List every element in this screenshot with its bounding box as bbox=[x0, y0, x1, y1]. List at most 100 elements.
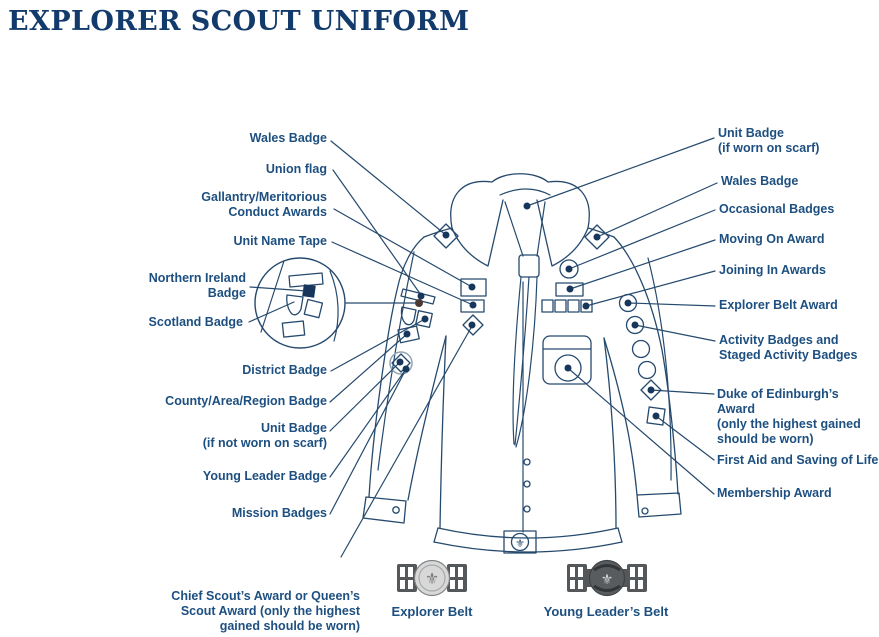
magnified-scotland-shield bbox=[286, 294, 304, 316]
pointer-chief-scout bbox=[340, 325, 473, 558]
label-northern-ireland-badge: Northern Ireland Badge bbox=[148, 271, 246, 300]
occasional-badge-circle bbox=[559, 259, 579, 279]
belt-slot bbox=[450, 567, 455, 577]
pointer-membership bbox=[568, 368, 715, 495]
left-cuff-button bbox=[392, 506, 400, 514]
pointer-dots bbox=[303, 202, 660, 420]
pointer-first-aid bbox=[655, 415, 715, 461]
dot-activity bbox=[631, 321, 639, 329]
pointer-lines bbox=[248, 137, 718, 558]
unit-badge-diamond bbox=[391, 353, 411, 373]
label-activity-badges: Activity Badges and Staged Activity Badg… bbox=[719, 333, 858, 362]
yl-belt-swirl bbox=[593, 564, 621, 592]
magnifier-circle bbox=[254, 257, 346, 349]
dot-joining-in bbox=[582, 302, 590, 310]
label-chief-scout-award: Chief Scout’s Award or Queen’s Scout Awa… bbox=[171, 589, 360, 633]
belt-slot bbox=[638, 580, 643, 589]
pointer-unit-on-scarf bbox=[526, 137, 715, 207]
belt-slot bbox=[630, 567, 635, 577]
belt-slot bbox=[578, 567, 583, 577]
label-occasional-badges: Occasional Badges bbox=[719, 202, 835, 216]
magnifier-detail-circle bbox=[254, 257, 416, 349]
pointer-explorer-belt-award bbox=[628, 302, 716, 307]
caption-young-leader-belt: Young Leader’s Belt bbox=[543, 604, 669, 619]
label-gallantry-awards: Gallantry/Meritorious Conduct Awards bbox=[201, 190, 327, 219]
yl-belt-fleur-icon: ⚜ bbox=[601, 571, 614, 587]
label-scotland-badge: Scotland Badge bbox=[148, 315, 243, 329]
dot-first-aid bbox=[652, 412, 660, 420]
dot-magnified-ni-badge bbox=[303, 287, 311, 295]
gallantry-awards-badge bbox=[460, 278, 487, 297]
label-district-badge: District Badge bbox=[242, 363, 327, 377]
collar-outline bbox=[450, 173, 590, 229]
pointer-unit-not-scarf bbox=[329, 361, 401, 432]
label-explorer-belt-award: Explorer Belt Award bbox=[719, 298, 838, 312]
label-unit-name-tape: Unit Name Tape bbox=[233, 234, 327, 248]
hem-left-join bbox=[433, 527, 439, 543]
left-epaulette-badge bbox=[433, 223, 459, 249]
scarf-tail-right bbox=[515, 276, 538, 448]
badges bbox=[389, 223, 666, 426]
scarf-tail-mid bbox=[514, 276, 530, 446]
pointer-moving-on bbox=[569, 239, 716, 290]
dot-young-leader bbox=[402, 365, 410, 373]
joining-in-award-4 bbox=[580, 299, 593, 313]
belt-slot bbox=[458, 580, 463, 589]
pointer-joining-in bbox=[585, 270, 716, 307]
left-cuff bbox=[362, 496, 407, 524]
belt-slot bbox=[638, 567, 643, 577]
woggle bbox=[518, 254, 540, 278]
label-membership-award: Membership Award bbox=[717, 486, 832, 500]
dot-membership bbox=[564, 364, 572, 372]
collar-left-wing bbox=[451, 199, 504, 267]
county-badge-shape bbox=[397, 325, 420, 344]
scotland-badge-shield bbox=[400, 306, 417, 326]
belt-slot bbox=[450, 580, 455, 589]
right-cuff bbox=[636, 492, 682, 518]
yl-belt-buckle bbox=[588, 559, 626, 597]
torso-right-edge bbox=[603, 337, 617, 529]
dot-county bbox=[403, 330, 411, 338]
belt-slot bbox=[630, 580, 635, 589]
joining-in-award-1 bbox=[541, 299, 554, 313]
hem-band-bottom bbox=[433, 541, 623, 553]
activity-badge-3 bbox=[637, 360, 657, 380]
dot-left-epaulette bbox=[442, 231, 450, 239]
magnified-sleeve-edge-right bbox=[329, 270, 339, 342]
dot-dofe bbox=[647, 386, 655, 394]
northern-ireland-badge-anchor bbox=[415, 299, 423, 307]
dot-moving-on bbox=[566, 285, 574, 293]
union-flag-badge bbox=[400, 288, 436, 305]
pointer-scotland bbox=[248, 301, 295, 323]
belt-slot bbox=[400, 567, 405, 577]
magnified-district-badge bbox=[303, 298, 324, 319]
label-joining-in-awards: Joining In Awards bbox=[719, 263, 826, 277]
right-sleeve-crease bbox=[647, 257, 672, 481]
belt-slot bbox=[578, 580, 583, 589]
pointer-union-flag bbox=[332, 169, 422, 296]
district-badge-shape bbox=[415, 310, 433, 328]
dot-union-flag bbox=[417, 292, 425, 300]
pointer-activity bbox=[634, 324, 716, 342]
first-aid-badge bbox=[646, 406, 666, 426]
joining-in-award-2 bbox=[554, 299, 567, 313]
unit-name-tape-badge bbox=[460, 299, 485, 313]
moving-on-award-badge bbox=[555, 282, 584, 297]
label-union-flag: Union flag bbox=[265, 162, 327, 176]
label-moving-on-award: Moving On Award bbox=[719, 232, 825, 246]
scarf-tail-left bbox=[512, 276, 522, 445]
explorer-belt-fleur-icon: ⚜ bbox=[425, 571, 439, 588]
belt-slot bbox=[570, 580, 575, 589]
pointer-wales-right bbox=[596, 182, 718, 238]
scarf-left-fold bbox=[504, 201, 524, 257]
belt-slot bbox=[408, 567, 413, 577]
hem-fleur-de-lis-icon: ⚜ bbox=[515, 538, 525, 550]
front-button-2 bbox=[523, 480, 531, 488]
magnified-sleeve-edge-left bbox=[260, 260, 285, 333]
left-sleeve-inner bbox=[407, 335, 447, 501]
belt-slot bbox=[570, 567, 575, 577]
left-sleeve-outer bbox=[368, 236, 425, 498]
explorer-belt-buckle-ring bbox=[418, 564, 446, 592]
